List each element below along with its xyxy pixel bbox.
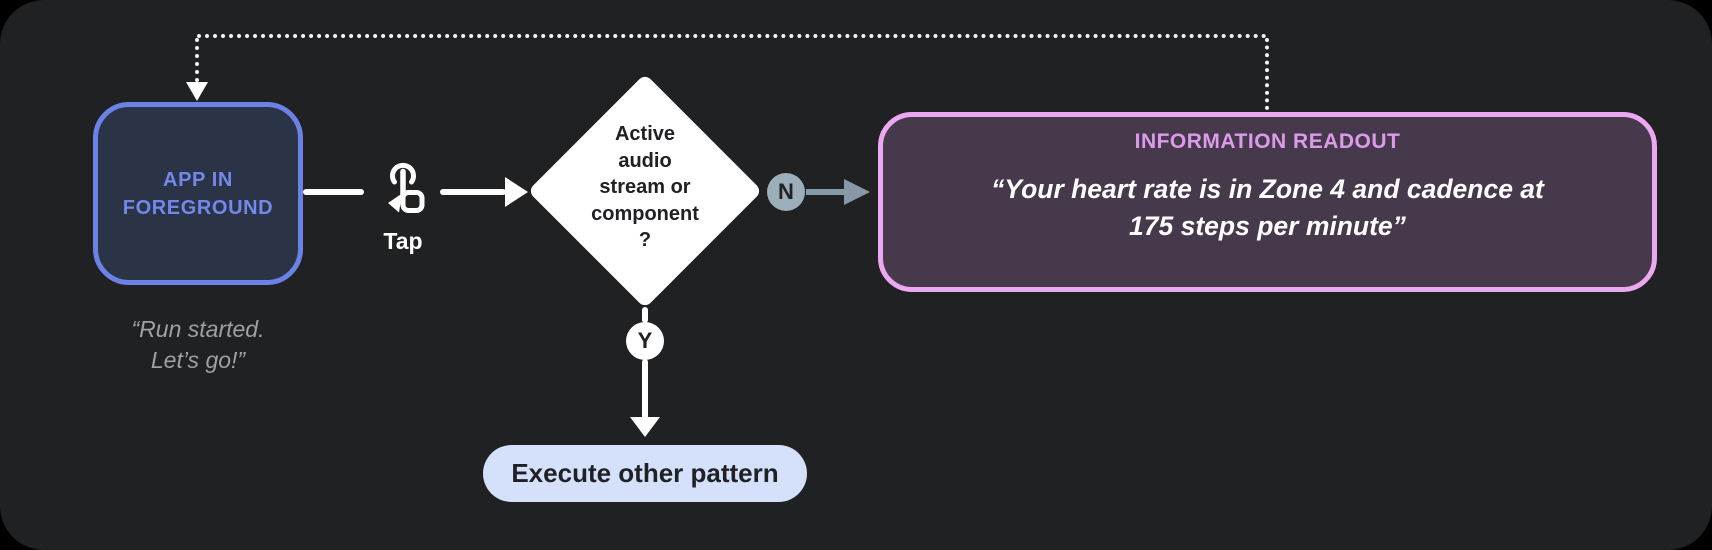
arrowhead-into-execute-icon — [630, 417, 660, 437]
app-in-foreground-node: APP IN FOREGROUND — [93, 102, 303, 285]
tap-label: Tap — [383, 228, 423, 254]
execute-other-pattern-node: Execute other pattern — [483, 445, 807, 502]
app-caption-line1: “Run started. — [131, 316, 265, 342]
decision-label-line4: component — [591, 202, 699, 225]
arrowhead-into-decision-icon — [505, 177, 528, 207]
decision-label: Active audio stream or component ? — [545, 121, 745, 254]
yes-branch-badge: Y — [626, 322, 664, 360]
app-caption-line2: Let’s go!” — [150, 347, 246, 373]
execute-pill-label: Execute other pattern — [511, 458, 779, 488]
app-node-label-line1: APP IN — [163, 168, 233, 191]
decision-label-line3: stream or — [599, 176, 691, 198]
arrowhead-into-readout-icon — [844, 179, 870, 205]
information-readout-node: INFORMATION READOUT “Your heart rate is … — [878, 112, 1657, 292]
flow-line-yes-to-execute — [642, 359, 648, 419]
flow-line-app-to-tap — [303, 189, 364, 195]
flow-line-tap-to-decision — [440, 189, 506, 195]
loopback-dotted-line-right — [1265, 38, 1269, 110]
readout-quote-line1: “Your heart rate is in Zone 4 and cadenc… — [991, 174, 1544, 204]
loopback-dotted-line-left — [195, 38, 199, 82]
loopback-arrowhead-icon — [186, 82, 208, 101]
tap-gesture-icon — [388, 162, 425, 213]
app-node-caption: “Run started. Let’s go!” — [63, 314, 333, 376]
readout-title: INFORMATION READOUT — [1134, 130, 1401, 153]
decision-label-line1: Active — [614, 123, 676, 145]
flow-line-no-to-readout — [806, 189, 848, 195]
no-branch-badge: N — [767, 173, 805, 211]
app-node-label-line2: FOREGROUND — [122, 196, 274, 219]
decision-label-line5: ? — [638, 229, 652, 251]
readout-quote: “Your heart rate is in Zone 4 and cadenc… — [883, 171, 1652, 245]
loopback-dotted-line-horizontal — [197, 34, 1267, 38]
readout-quote-line2: 175 steps per minute” — [1129, 211, 1406, 241]
decision-label-line2: audio — [618, 149, 672, 172]
flow-line-decision-to-yes — [642, 307, 648, 323]
